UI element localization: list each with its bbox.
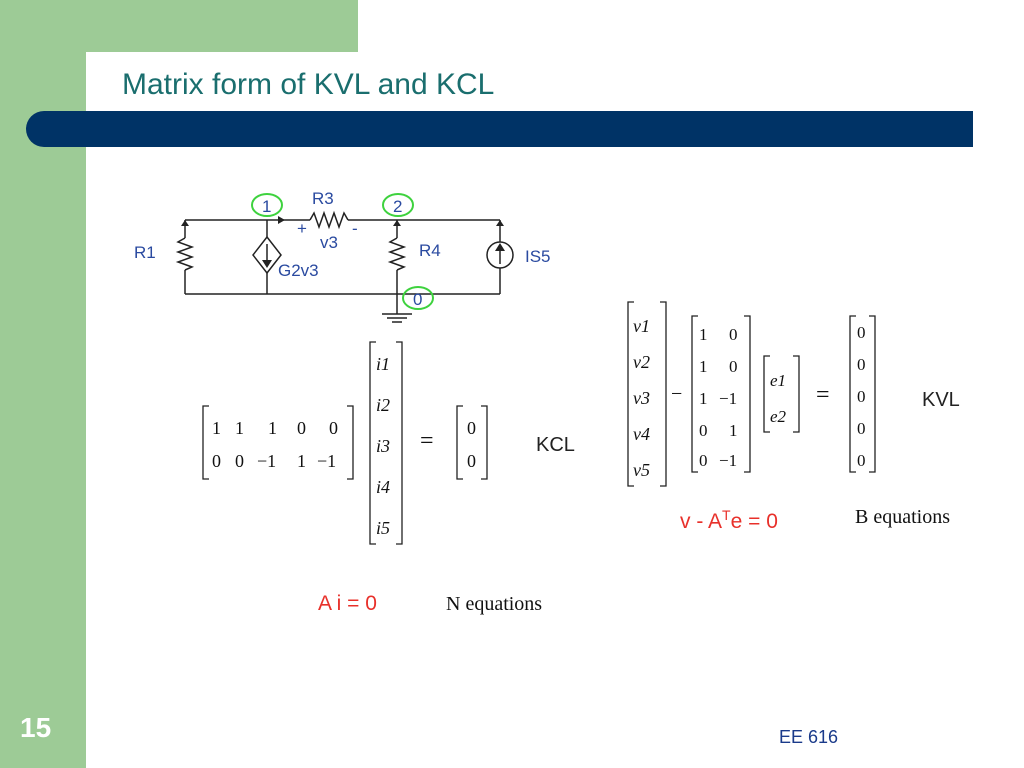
kcl-a-r2c1: 0	[212, 451, 221, 471]
kvl-at-r3c1: 1	[699, 389, 708, 408]
v3-minus: -	[352, 219, 358, 238]
kcl-rhs-2: 0	[467, 451, 476, 471]
r3-label: R3	[312, 189, 334, 208]
kcl-equation-text: A i = 0	[318, 592, 377, 615]
kvl-rhs-5: 0	[857, 451, 866, 470]
is5-label: IS5	[525, 247, 551, 266]
g2v3-label: G2v3	[278, 261, 319, 280]
kcl-a-r1c1: 1	[212, 418, 221, 438]
kcl-a-r2c2: 0	[235, 451, 244, 471]
v3-plus: +	[297, 219, 307, 238]
kvl-at-r3c2: −1	[719, 389, 737, 408]
kvl-label: KVL	[922, 389, 960, 411]
kvl-v2: v2	[633, 352, 650, 372]
kvl-equals: =	[816, 382, 830, 408]
kvl-e2: e2	[770, 407, 787, 426]
kvl-equation: v1 v2 v3 v4 v5 − 1 1 1 0 0 0 0 −1 1 −1 e…	[627, 301, 876, 487]
kcl-i2: i2	[376, 395, 390, 415]
kcl-a-r1c4: 0	[297, 418, 306, 438]
kvl-v1: v1	[633, 316, 650, 336]
title-bar	[26, 111, 973, 147]
page-number: 15	[20, 712, 52, 743]
kcl-i1: i1	[376, 354, 390, 374]
kvl-at-r2c1: 1	[699, 357, 708, 376]
kcl-caption: N equations	[446, 593, 543, 615]
kvl-at-r1c2: 0	[729, 325, 738, 344]
v3-label: v3	[320, 233, 338, 252]
kvl-at-r5c2: −1	[719, 451, 737, 470]
kvl-rhs-4: 0	[857, 419, 866, 438]
kvl-e1: e1	[770, 371, 786, 390]
kvl-minus: −	[671, 383, 682, 405]
kvl-rhs-3: 0	[857, 387, 866, 406]
kvl-at-r4c1: 0	[699, 421, 708, 440]
node-0-label: 0	[413, 290, 422, 309]
footer-text: EE 616	[779, 727, 839, 747]
kvl-equation-text: v - ATe = 0	[680, 507, 778, 534]
kcl-a-r2c3: −1	[257, 451, 276, 471]
kcl-equation: 1 1 1 0 0 0 0 −1 1 −1 i1 i2 i3 i4 i5 = 0…	[202, 341, 488, 545]
kcl-a-r2c4: 1	[297, 451, 306, 471]
r1-label: R1	[134, 243, 156, 262]
kvl-v4: v4	[633, 424, 650, 444]
kcl-i3: i3	[376, 436, 390, 456]
r4-label: R4	[419, 241, 441, 260]
kcl-i4: i4	[376, 477, 390, 497]
node-2-label: 2	[393, 197, 402, 216]
kcl-a-r1c2: 1	[235, 418, 244, 438]
kvl-rhs-2: 0	[857, 355, 866, 374]
kvl-eq-pre: v - A	[680, 510, 723, 533]
kcl-label: KCL	[536, 434, 575, 456]
kvl-at-r1c1: 1	[699, 325, 708, 344]
kvl-eq-sup: T	[722, 507, 731, 523]
kcl-a-r1c5: 0	[329, 418, 338, 438]
kcl-a-r1c3: 1	[268, 418, 277, 438]
kcl-equals: =	[420, 428, 434, 454]
kcl-rhs-1: 0	[467, 418, 476, 438]
kvl-at-r5c1: 0	[699, 451, 708, 470]
kvl-v3: v3	[633, 388, 650, 408]
kvl-at-r2c2: 0	[729, 357, 738, 376]
kvl-eq-post: e = 0	[730, 510, 778, 533]
kvl-v5: v5	[633, 460, 650, 480]
kvl-at-r4c2: 1	[729, 421, 738, 440]
node-1-label: 1	[262, 197, 271, 216]
kcl-a-r2c5: −1	[317, 451, 336, 471]
circuit-diagram: 1 2 0 R3 + v3 - R1 R4 G2v3 IS5	[134, 189, 551, 323]
kvl-caption: B equations	[855, 506, 950, 528]
slide-title: Matrix form of KVL and KCL	[122, 68, 495, 101]
kcl-i5: i5	[376, 518, 390, 538]
kvl-rhs-1: 0	[857, 323, 866, 342]
top-band	[0, 0, 358, 52]
